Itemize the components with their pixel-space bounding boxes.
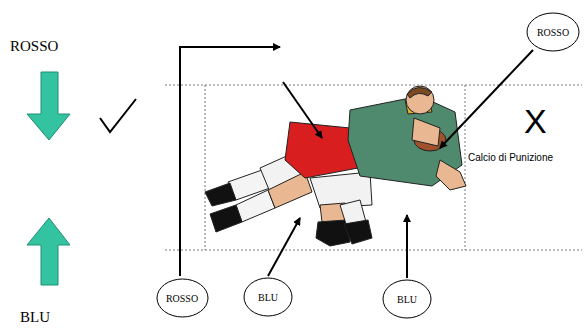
circle-text: BLU: [397, 294, 417, 305]
team-label: BLU: [20, 309, 50, 326]
player-circle: ROSSO: [156, 278, 209, 318]
player-circle: BLU: [243, 277, 293, 317]
circle-text: ROSSO: [537, 27, 569, 38]
circle-text: ROSSO: [166, 293, 198, 304]
penalty-mark: X: [524, 102, 547, 141]
circle-text: BLU: [258, 292, 278, 303]
team-label: ROSSO: [10, 38, 58, 55]
player-circle: BLU: [382, 279, 432, 319]
penalty-note: Calcio di Punizione: [468, 152, 553, 163]
player-circle: ROSSO: [526, 12, 580, 52]
